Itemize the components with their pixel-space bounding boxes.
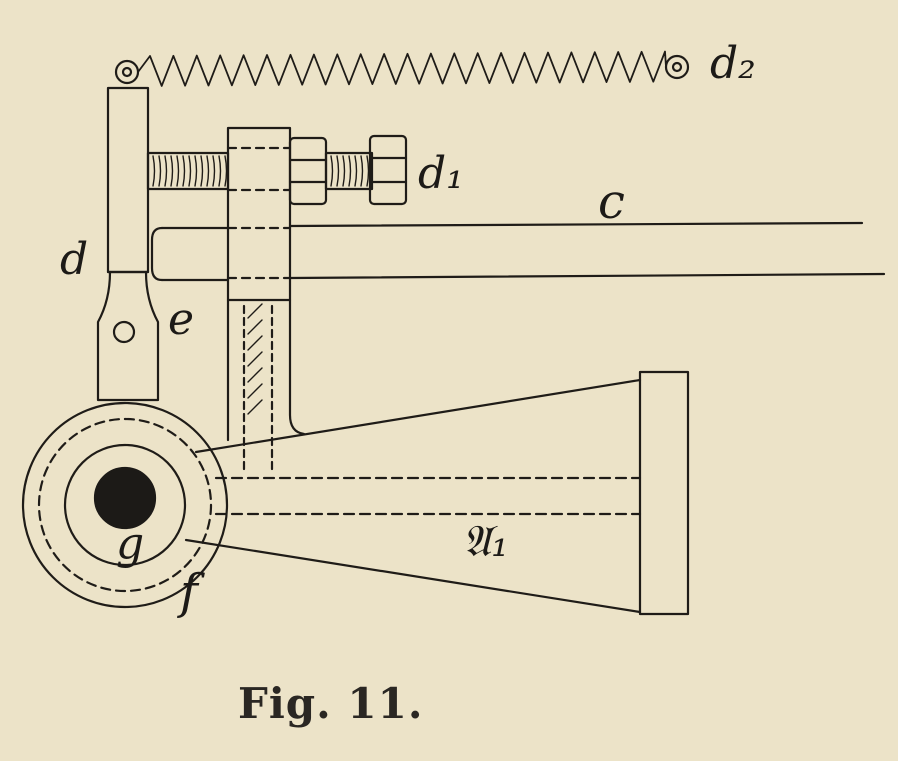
- rod-c: [150, 221, 886, 282]
- cone-end-flange: [638, 370, 690, 616]
- hub-dashed-ring: [37, 417, 213, 593]
- bracket-block: [226, 126, 292, 302]
- label-d: d: [60, 234, 89, 285]
- screw-thread-right: [324, 151, 374, 191]
- label-g: g: [116, 518, 145, 569]
- lever-d: [96, 86, 160, 402]
- hub-f: [21, 401, 229, 609]
- label-a1: 𝔄₁: [462, 516, 509, 567]
- lock-nut: [288, 136, 328, 206]
- spring-eyelet-left: [114, 59, 140, 85]
- thread-hatching-left: [152, 155, 228, 187]
- figure-caption: Fig. 11.: [238, 679, 424, 728]
- screw-head-nut: [368, 134, 408, 206]
- label-c: c: [598, 174, 625, 230]
- thread-hatching-right: [330, 155, 370, 187]
- label-d1: d₁: [418, 148, 464, 199]
- link-pin-hole: [112, 320, 136, 344]
- label-f: f: [180, 564, 198, 620]
- tension-spring: [114, 50, 690, 87]
- spring-eyelet-right: [664, 54, 690, 80]
- spring-eyelet-right-hole: [671, 61, 683, 73]
- shaft-g: [93, 466, 157, 530]
- spring-eyelet-left-hole: [121, 66, 133, 78]
- rod-end: [150, 226, 164, 282]
- bracket-standard: [226, 126, 306, 472]
- hub-inner-ring: [63, 443, 187, 567]
- adjusting-screw-d1: [146, 134, 408, 206]
- cone-housing-a1: [184, 370, 690, 616]
- label-e: e: [168, 294, 195, 345]
- bracket-hatching: [247, 303, 263, 415]
- lever-d-arm: [106, 86, 150, 274]
- lever-d-link: [96, 270, 160, 402]
- hub-outer-ring: [21, 401, 229, 609]
- label-d2: d₂: [710, 38, 756, 89]
- spring-coil: [137, 50, 667, 87]
